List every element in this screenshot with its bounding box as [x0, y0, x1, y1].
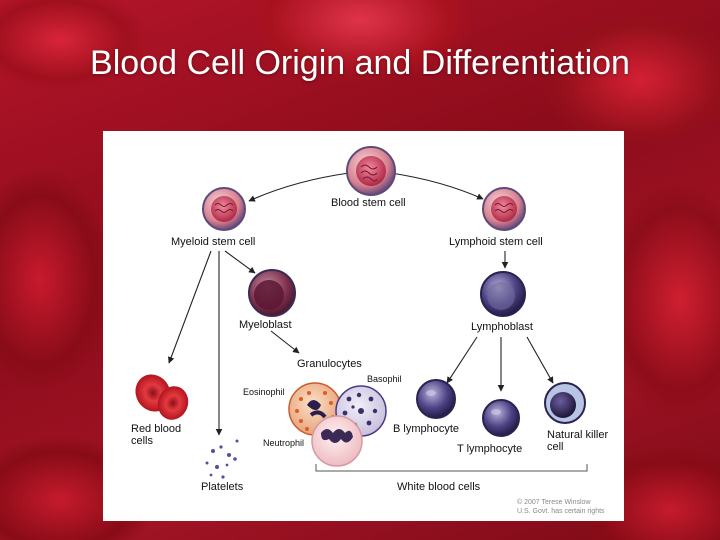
arrow-myeloblast-to-granulocytes [270, 330, 300, 354]
label-blood-stem-cell: Blood stem cell [331, 197, 406, 209]
copyright-line-2: U.S. Govt. has certain rights [517, 508, 605, 515]
arrow-myeloid-to-myeloblast [224, 250, 256, 274]
myeloblast-shape [248, 269, 296, 317]
arrow-lymphoblast-to-b [446, 336, 478, 384]
label-b-lymphocyte: B lymphocyte [393, 423, 460, 435]
label-granulocytes: Granulocytes [297, 358, 362, 370]
label-myeloid-stem-cell: Myeloid stem cell [171, 236, 256, 248]
arrow-myeloid-to-rbc [167, 250, 212, 364]
label-t-lymphocyte: T lymphocyte [457, 443, 523, 455]
label-neutrophil: Neutrophil [263, 438, 305, 448]
platelets-shape [205, 439, 239, 479]
blood-stem-cell-shape [346, 146, 396, 196]
myeloid-stem-cell-shape [202, 187, 246, 231]
label-white-blood-cells: White blood cells [397, 481, 481, 493]
b-lymphocyte-shape [416, 379, 456, 419]
label-eosinophil: Eosinophil [243, 387, 285, 397]
label-lymphoid-stem-cell: Lymphoid stem cell [449, 236, 543, 248]
label-lymphoblast: Lymphoblast [471, 321, 533, 333]
diagram-panel: Blood stem cell Myeloid stem cell Lympho… [103, 131, 624, 521]
label-myeloblast: Myeloblast [239, 319, 292, 331]
label-basophil: Basophil [367, 374, 402, 384]
label-platelets: Platelets [201, 481, 244, 493]
red-blood-cells-shape [135, 374, 189, 420]
slide-title: Blood Cell Origin and Differentiation [90, 44, 630, 82]
arrow-stem-to-myeloid [248, 172, 350, 202]
lymphoid-stem-cell-shape [482, 187, 526, 231]
natural-killer-cell-shape [544, 382, 586, 424]
white-blood-cells-bracket [315, 464, 588, 472]
copyright-line-1: © 2007 Terese Winslow [517, 499, 591, 506]
lymphoblast-shape [480, 271, 526, 317]
arrow-stem-to-lymphoid [390, 172, 484, 200]
arrow-lymphoblast-to-nk [526, 336, 554, 384]
diagram-graphics [135, 146, 588, 479]
neutrophil-shape [311, 415, 363, 467]
label-red-blood-cells: Red blood cells [131, 423, 182, 447]
arrows [167, 172, 554, 436]
label-natural-killer-cell: Natural killer cell [547, 429, 609, 453]
t-lymphocyte-shape [482, 399, 520, 437]
